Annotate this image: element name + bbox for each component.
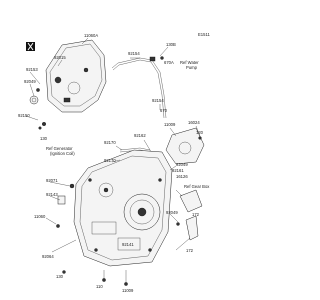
label-92162: 92162 bbox=[134, 133, 146, 138]
label-92015: 92015 bbox=[54, 55, 66, 60]
breather-pipe bbox=[111, 56, 167, 119]
parts-diagram: E1511 bbox=[18, 32, 210, 293]
label-172: 172 bbox=[192, 212, 200, 217]
kawasaki-logo bbox=[26, 42, 35, 51]
label-92049-c: 92049 bbox=[166, 210, 178, 215]
ref-gear-box: Ref Gear Box bbox=[184, 184, 210, 189]
label-11009-b: 11009 bbox=[122, 288, 134, 293]
label-670: 670 bbox=[160, 108, 168, 113]
label-92161: 92161 bbox=[172, 168, 184, 173]
dowel-pins bbox=[56, 183, 75, 274]
label-11060a: 11060A bbox=[84, 33, 98, 38]
bottom-bolts bbox=[102, 270, 128, 286]
leader-lines bbox=[25, 37, 201, 253]
gear-cover bbox=[45, 39, 107, 113]
label-11009: 11009 bbox=[164, 122, 176, 127]
label-92049-r: 92049 bbox=[176, 162, 188, 167]
label-92071: 92071 bbox=[46, 178, 58, 183]
label-92153: 92153 bbox=[26, 67, 38, 72]
label-16126: 16126 bbox=[176, 174, 188, 179]
label-130-left: 130 bbox=[40, 136, 48, 141]
crankcase bbox=[73, 149, 173, 267]
bracket bbox=[176, 189, 203, 241]
label-130b: 130B bbox=[166, 42, 176, 47]
label-110: 110 bbox=[96, 284, 103, 289]
label-120: 120 bbox=[196, 130, 204, 135]
label-92150: 92150 bbox=[18, 113, 30, 118]
label-172-b: 172 bbox=[186, 248, 194, 253]
ref-water-pump: Ref Water Pump bbox=[180, 60, 200, 70]
label-92064: 92064 bbox=[42, 254, 54, 259]
label-92049: 92049 bbox=[24, 79, 36, 84]
label-92170-b: 92170 bbox=[104, 158, 116, 163]
label-92154-top: 92154 bbox=[128, 51, 140, 56]
label-11060: 11060 bbox=[34, 214, 46, 219]
label-130-bot: 130 bbox=[56, 274, 64, 279]
side-cover bbox=[165, 127, 205, 165]
label-92170-a: 92170 bbox=[104, 140, 116, 145]
diagram-id: E1511 bbox=[198, 32, 210, 37]
label-92141: 92141 bbox=[122, 242, 134, 247]
ref-generator: Ref Generator (Ignition Coil) bbox=[46, 146, 75, 156]
label-670a: 670A bbox=[164, 60, 174, 65]
label-92154-mid: 92154 bbox=[152, 98, 164, 103]
label-92143: 92143 bbox=[46, 192, 58, 197]
label-16024: 16024 bbox=[188, 120, 200, 125]
oil-seal bbox=[29, 88, 47, 130]
